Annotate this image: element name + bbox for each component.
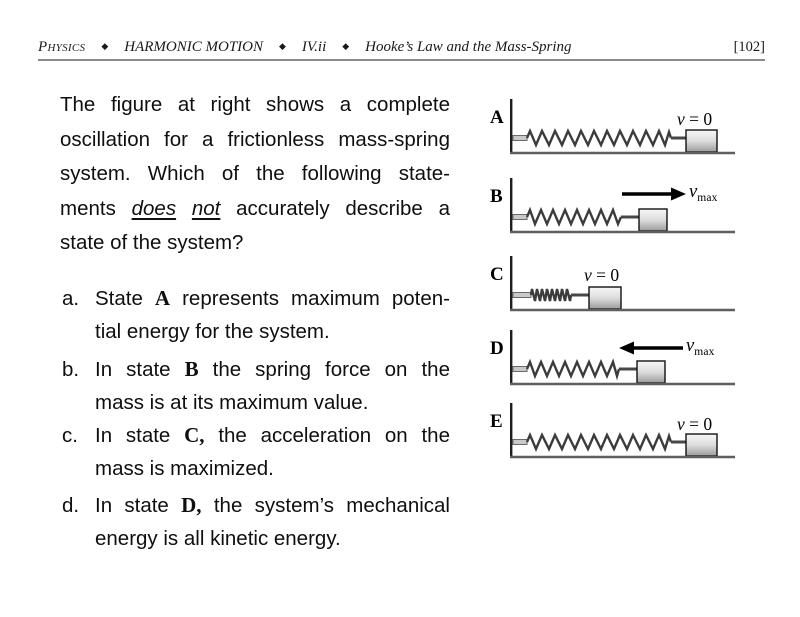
spring-coil xyxy=(525,358,621,381)
option-body: State A represents maximum poten- tial e… xyxy=(95,282,450,348)
page-header: Physics ◆ HARMONIC MOTION ◆ IV.ii ◆ Hook… xyxy=(38,39,765,56)
spring-diagram-stretched xyxy=(510,99,735,155)
spring-anchor xyxy=(512,366,528,372)
option-label: c. xyxy=(62,424,78,447)
velocity-symbol: v xyxy=(689,182,698,202)
velocity-subscript: max xyxy=(697,192,718,204)
header-title: Hooke’s Law and the Mass-Spring xyxy=(365,39,572,55)
option-line: In state C, the acceleration on the xyxy=(95,419,450,452)
header-subject: Physics xyxy=(38,39,86,55)
emphasized-word: does xyxy=(131,196,177,220)
mass-block xyxy=(685,129,718,153)
page-number: [102] xyxy=(733,39,765,55)
spring-anchor xyxy=(512,439,528,445)
spring-coil xyxy=(525,127,673,149)
question-line: oscillation for a frictionless mass-spri… xyxy=(60,127,450,151)
diamond-separator-icon: ◆ xyxy=(101,41,109,51)
velocity-symbol: v xyxy=(584,265,592,285)
option-line: State A represents maximum poten- xyxy=(95,282,450,315)
option-label: b. xyxy=(62,358,80,381)
velocity-label: v = 0 xyxy=(584,265,619,286)
question-line: ments does not accurately describe a xyxy=(60,192,450,227)
state-letter: D, xyxy=(181,493,202,517)
option-a: a. State A represents maximum poten- tia… xyxy=(62,282,450,348)
mass-block xyxy=(636,360,666,384)
velocity-subscript: max xyxy=(694,346,715,358)
figure-state-b: B vmax xyxy=(487,178,743,238)
option-line: tial energy for the system. xyxy=(95,320,330,343)
figure-state-e: E v = 0 xyxy=(487,403,743,463)
emphasized-word: not xyxy=(191,196,221,220)
header-rule xyxy=(38,59,765,61)
spring-coil xyxy=(525,431,673,453)
option-body: In state B the spring force on the mass … xyxy=(95,353,450,419)
spring-coil xyxy=(529,288,573,302)
spring-diagram-natural xyxy=(510,178,735,234)
option-c: c. In state C, the acceleration on the m… xyxy=(62,419,450,485)
option-text: In state xyxy=(95,358,171,381)
question-line-text: accurately describe a xyxy=(236,196,450,220)
option-line: In state B the spring force on the xyxy=(95,353,450,386)
arrow-head xyxy=(671,187,686,201)
option-text: In state xyxy=(95,494,169,517)
velocity-value: = 0 xyxy=(689,414,713,434)
spring-diagram-natural xyxy=(510,330,735,386)
option-line: mass is at its maximum value. xyxy=(95,391,369,414)
mass-block xyxy=(685,433,718,457)
option-text: State xyxy=(95,287,143,310)
option-text: the acceleration on the xyxy=(218,424,450,447)
velocity-label: vmax xyxy=(686,336,715,358)
figure-state-c: C v = 0 xyxy=(487,256,743,316)
option-d: d. In state D, the system’s mechanical e… xyxy=(62,489,450,555)
header-section: IV.ii xyxy=(301,39,327,55)
state-label: B xyxy=(490,186,503,207)
spring-coil xyxy=(525,206,623,228)
velocity-label: v = 0 xyxy=(677,414,712,435)
header-course: HARMONIC MOTION xyxy=(124,39,263,55)
question-line: system. Which of the following state- xyxy=(60,162,450,185)
spring-diagram-compressed xyxy=(510,256,735,312)
option-line: mass is maximized. xyxy=(95,457,274,480)
mass-block xyxy=(588,286,622,310)
option-body: In state D, the system’s mechanical ener… xyxy=(95,489,450,555)
velocity-label: vmax xyxy=(689,182,718,204)
option-text: the spring force on the xyxy=(212,358,450,381)
state-letter: B xyxy=(184,357,199,381)
arrow-head xyxy=(619,341,634,355)
state-label: C xyxy=(490,264,504,285)
state-label: E xyxy=(490,411,503,432)
spring-anchor xyxy=(512,135,528,141)
option-text: represents maximum poten- xyxy=(182,287,450,310)
velocity-value: = 0 xyxy=(596,265,620,285)
spring-anchor xyxy=(512,214,528,220)
diamond-separator-icon: ◆ xyxy=(342,41,350,51)
velocity-symbol: v xyxy=(686,336,695,356)
option-line: energy is all kinetic energy. xyxy=(95,527,341,550)
figure-state-d: D vmax xyxy=(487,330,743,390)
figure-state-a: A v = 0 xyxy=(487,99,743,159)
question-line: The figure at right shows a complete xyxy=(60,93,450,116)
state-letter: A xyxy=(154,286,171,310)
option-body: In state C, the acceleration on the mass… xyxy=(95,419,450,485)
diamond-separator-icon: ◆ xyxy=(279,41,286,51)
velocity-symbol: v xyxy=(677,109,685,129)
state-letter: C, xyxy=(184,423,205,447)
velocity-label: v = 0 xyxy=(677,109,712,130)
velocity-value: = 0 xyxy=(689,109,713,129)
question-line-text: ments xyxy=(60,196,116,220)
option-text: In state xyxy=(95,424,171,447)
spring-diagram-stretched xyxy=(510,403,735,459)
state-label: D xyxy=(490,338,504,359)
question-text: The figure at right shows a complete osc… xyxy=(60,88,450,261)
state-label: A xyxy=(490,107,504,128)
velocity-symbol: v xyxy=(677,414,685,434)
spring-anchor xyxy=(512,292,532,298)
option-b: b. In state B the spring force on the ma… xyxy=(62,353,450,419)
mass-block xyxy=(638,208,668,232)
option-label: a. xyxy=(62,287,80,310)
question-line: state of the system? xyxy=(60,231,244,254)
option-label: d. xyxy=(62,494,80,517)
option-line: In state D, the system’s mechanical xyxy=(95,489,450,522)
option-text: the system’s mechanical xyxy=(213,494,450,517)
